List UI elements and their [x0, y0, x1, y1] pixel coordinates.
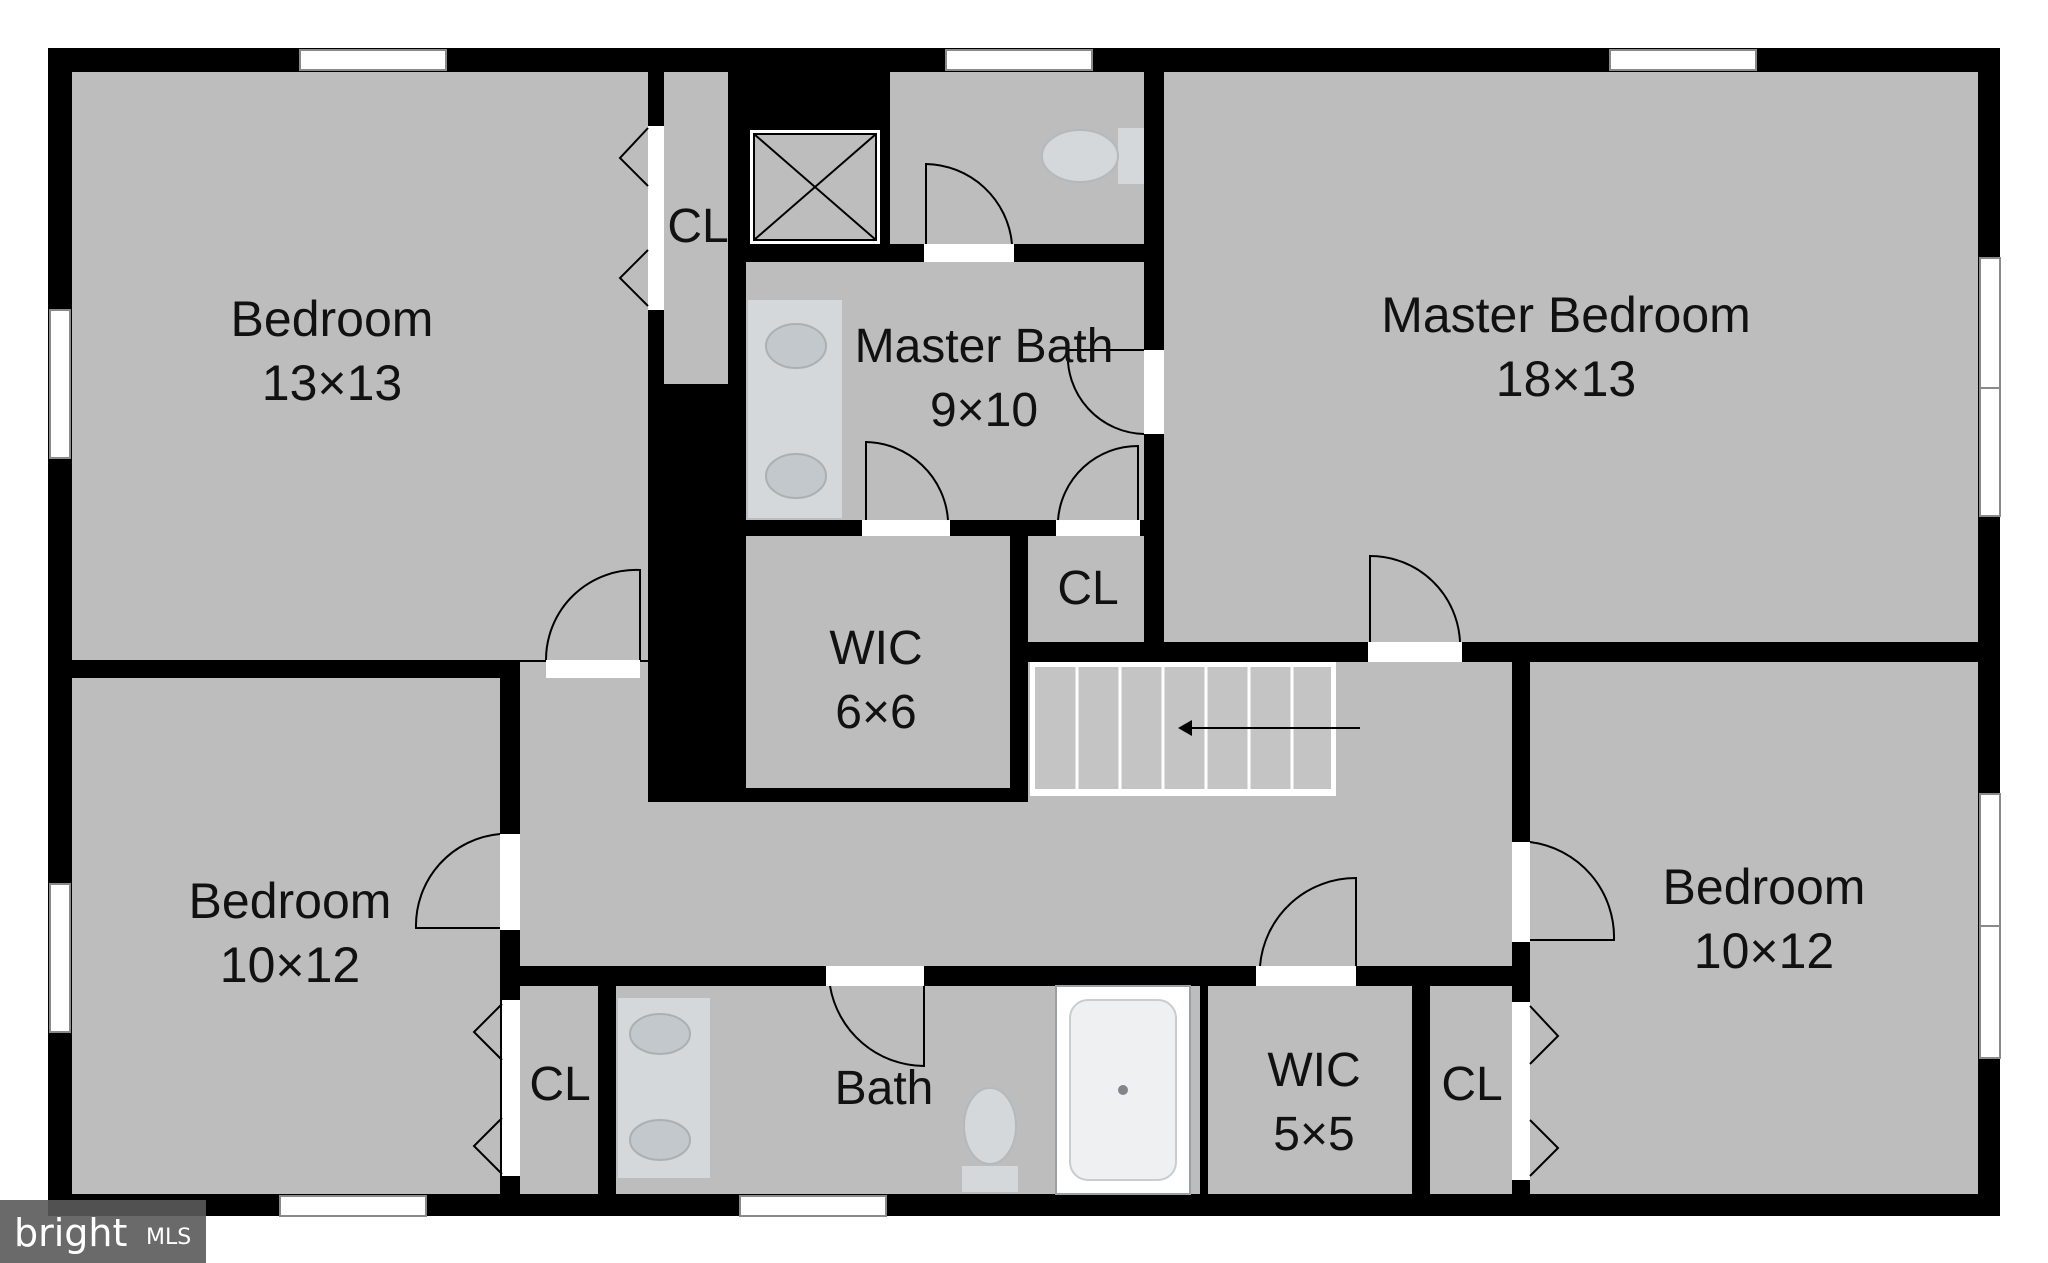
doors: [414, 126, 1616, 1180]
floor-wic-master: [746, 536, 1010, 788]
door-swing: [1369, 554, 1461, 643]
window: [1979, 257, 2001, 389]
floor-closet-nw: [664, 72, 728, 384]
bedroom-nw-name: Bedroom: [231, 291, 434, 347]
floor-master-bedroom: [1164, 72, 1978, 642]
wic-se-name: WIC: [1267, 1044, 1360, 1097]
closet-nw-label: CL: [667, 200, 728, 253]
bedroom-se-size: 10×12: [1694, 923, 1834, 979]
door-swing: [1066, 349, 1145, 435]
closet-master-label: CL: [1057, 562, 1118, 615]
door-swing: [865, 440, 949, 521]
floor-bedroom-sw: [72, 678, 500, 1194]
window: [1979, 387, 2001, 517]
door-swing: [1529, 841, 1616, 941]
bath-name: Bath: [835, 1062, 934, 1115]
wic-se-size: 5×5: [1273, 1108, 1354, 1161]
master-toilet-icon: [1041, 128, 1144, 184]
floor-closet-master: [1028, 536, 1144, 642]
master-bedroom-name: Master Bedroom: [1381, 287, 1751, 343]
master-vanity-icon: [748, 300, 842, 518]
watermark-suffix: MLS: [146, 1225, 191, 1250]
door-swing: [829, 985, 925, 1068]
closet-sw-label: CL: [529, 1058, 590, 1111]
floor-closet-se: [1430, 986, 1512, 1194]
floor-closet-sw: [520, 986, 598, 1194]
window: [279, 1195, 427, 1217]
closet-se-label: CL: [1441, 1058, 1502, 1111]
floor-bedroom-se: [1530, 662, 1978, 1194]
bedroom-sw-size: 10×12: [220, 937, 360, 993]
door-swing: [414, 833, 501, 929]
door-swing: [544, 568, 641, 661]
room-labels: Bedroom 13×13 CL Master Bath 9×10 Master…: [189, 200, 1866, 1161]
bathtub-icon: [1055, 985, 1191, 1195]
shaft: [728, 72, 890, 128]
door-swing: [1057, 444, 1139, 521]
floor-wic-se: [1208, 986, 1412, 1194]
window: [49, 309, 71, 459]
bright-mls-watermark: bright MLS: [0, 1200, 206, 1263]
window: [49, 883, 71, 1033]
wic-master-size: 6×6: [835, 686, 916, 739]
window: [739, 1195, 887, 1217]
window: [1979, 793, 2001, 927]
bedroom-sw-name: Bedroom: [189, 873, 392, 929]
bedroom-se-name: Bedroom: [1663, 859, 1866, 915]
shower-icon: [750, 130, 880, 244]
window: [945, 49, 1093, 71]
window: [299, 49, 447, 71]
bath-toilet-icon: [962, 1087, 1018, 1192]
staircase: [1030, 662, 1360, 796]
windows: [49, 49, 2001, 1217]
floor-hall-main: [520, 802, 1512, 966]
bath-vanity-icon: [618, 998, 710, 1178]
master-bath-size: 9×10: [930, 384, 1038, 437]
watermark-brand: bright: [14, 1211, 127, 1255]
window: [1979, 925, 2001, 1059]
wic-master-name: WIC: [829, 622, 922, 675]
bedroom-nw-size: 13×13: [262, 355, 402, 411]
floor-bedroom-nw: [72, 72, 648, 660]
master-bedroom-size: 18×13: [1496, 351, 1636, 407]
master-bath-name: Master Bath: [855, 320, 1114, 373]
door-swing: [925, 162, 1013, 245]
door-swing: [1259, 876, 1357, 967]
window: [1609, 49, 1757, 71]
